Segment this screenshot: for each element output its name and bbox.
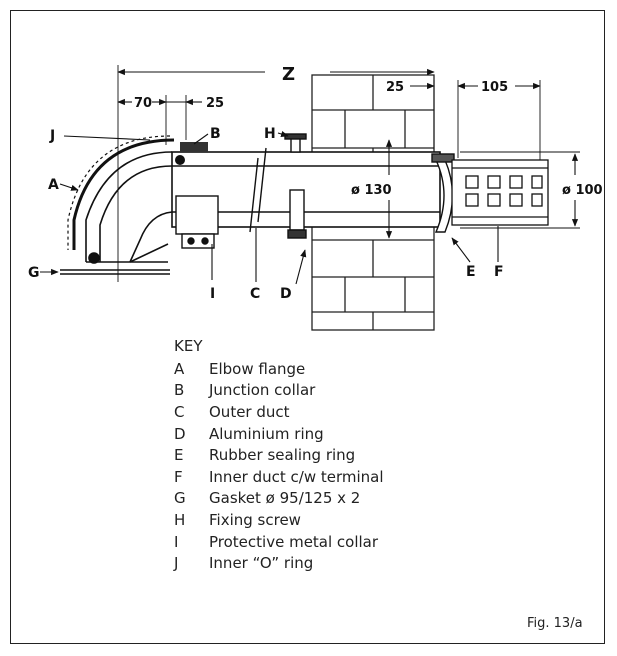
dimension-105-label: 105 <box>481 80 508 95</box>
key-item: H Fixing screw <box>174 509 384 531</box>
dimension-25-left-label: 25 <box>206 96 224 111</box>
protective-metal-collar <box>175 195 219 249</box>
key-item: G Gasket ø 95/125 x 2 <box>174 488 384 510</box>
callout-f: F <box>494 264 504 280</box>
figure-label: Fig. 13/a <box>527 616 583 631</box>
key-item-letter: F <box>174 467 183 486</box>
key-item-text: Inner duct c/w terminal <box>209 467 384 486</box>
key-title: KEY <box>174 337 203 355</box>
callout-g: G <box>28 265 40 281</box>
key-item-letter: I <box>174 532 179 551</box>
dimension-z-label: Z <box>282 64 295 85</box>
key-item-letter: A <box>174 359 185 378</box>
callout-c: C <box>250 286 260 302</box>
callout-e: E <box>466 264 476 280</box>
dimension-70-label: 70 <box>134 96 152 111</box>
diameter-100-label: ø 100 <box>562 183 603 198</box>
key-item-letter: E <box>174 446 184 465</box>
fixing-screw <box>284 133 307 153</box>
rubber-sealing-ring <box>431 153 455 233</box>
key-item: B Junction collar <box>174 380 384 402</box>
key-item-letter: D <box>174 424 186 443</box>
diagram-frame <box>10 10 605 644</box>
key-item-text: Protective metal collar <box>209 532 379 551</box>
key-item: C Outer duct <box>174 401 384 423</box>
key-item: E Rubber sealing ring <box>174 444 384 466</box>
key-item-text: Rubber sealing ring <box>209 446 356 465</box>
key-item: I Protective metal collar <box>174 531 384 553</box>
key-item-letter: J <box>174 554 179 573</box>
key-item: F Inner duct c/w terminal <box>174 466 384 488</box>
callout-b: B <box>210 126 221 142</box>
key-item-letter: G <box>174 489 186 508</box>
break-marks <box>249 147 267 233</box>
key-item-letter: H <box>174 510 186 529</box>
key-item-text: Junction collar <box>209 381 316 400</box>
junction-collar <box>180 142 208 152</box>
key-item-text: Outer duct <box>209 402 290 421</box>
callout-i: I <box>210 286 215 302</box>
callout-h: H <box>264 126 276 142</box>
dimension-25-right-label: 25 <box>386 80 404 95</box>
gasket <box>60 269 170 275</box>
callout-d: D <box>280 286 292 302</box>
callout-a: A <box>48 177 59 193</box>
key-item-text: Gasket ø 95/125 x 2 <box>209 489 361 508</box>
diameter-130-label: ø 130 <box>351 183 392 198</box>
o-ring <box>175 155 185 165</box>
key-item-letter: C <box>174 402 185 421</box>
key-item-text: Fixing screw <box>209 510 301 529</box>
key-item-text: Aluminium ring <box>209 424 324 443</box>
key-item: D Aluminium ring <box>174 423 384 445</box>
key-item-text: Elbow flange <box>209 359 306 378</box>
dimension-lines <box>117 68 579 239</box>
extension-lines <box>117 65 580 282</box>
key-item: A Elbow flange <box>174 358 384 380</box>
aluminium-ring <box>287 189 307 239</box>
key-item: J Inner “O” ring <box>174 552 384 574</box>
terminal <box>451 159 549 226</box>
key-item-letter: B <box>174 381 185 400</box>
elbow-flange <box>67 135 175 264</box>
key-item-text: Inner “O” ring <box>209 554 314 573</box>
callout-j: J <box>49 128 55 144</box>
leader-lines <box>40 131 499 285</box>
